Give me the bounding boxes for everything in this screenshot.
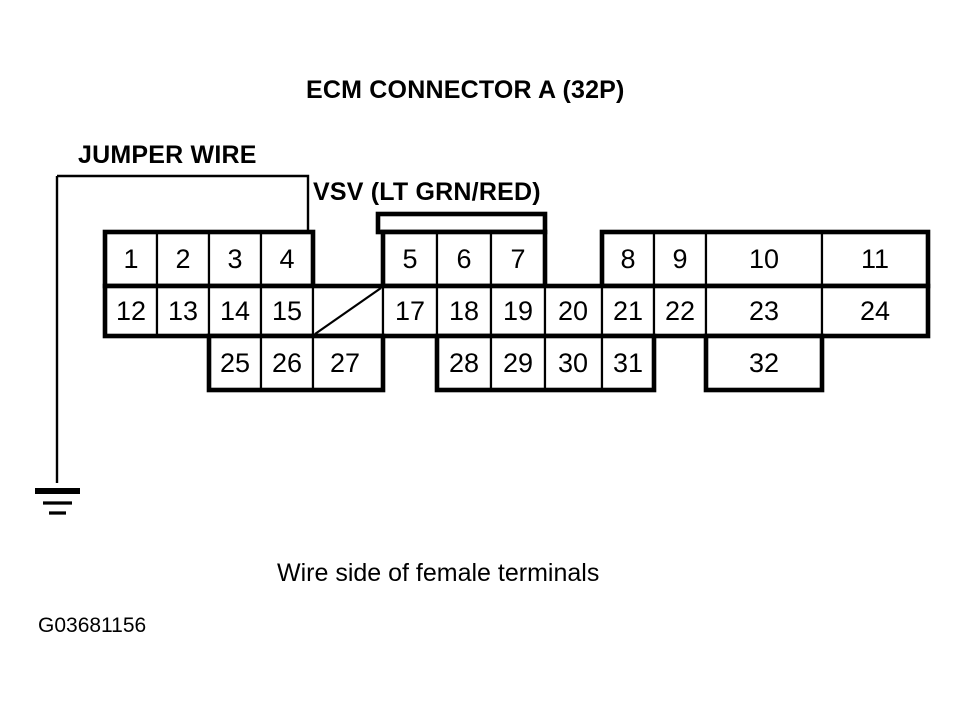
pin-cell-2[interactable] xyxy=(155,230,211,288)
pin-number-29: 29 xyxy=(503,348,533,378)
jumper-wire-label: JUMPER WIRE xyxy=(78,141,257,169)
pin-number-21: 21 xyxy=(613,296,643,326)
pin-number-4: 4 xyxy=(279,244,294,274)
figure-id: G03681156 xyxy=(38,614,147,637)
pin-number-9: 9 xyxy=(672,244,687,274)
vsv-label: VSV (LT GRN/RED) xyxy=(313,178,541,206)
jumper-wire-lead xyxy=(55,174,310,483)
pin-number-28: 28 xyxy=(449,348,479,378)
page-title: ECM CONNECTOR A (32P) xyxy=(306,76,625,104)
pin-cell-32[interactable] xyxy=(704,334,824,392)
pin-number-27: 27 xyxy=(330,348,360,378)
pin-number-1: 1 xyxy=(123,244,138,274)
pin-number-10: 10 xyxy=(749,244,779,274)
pin-number-5: 5 xyxy=(402,244,417,274)
pin-cell-5[interactable] xyxy=(381,230,439,288)
pin-group-top-5-7: 5 6 7 xyxy=(380,229,548,289)
pin-number-23: 23 xyxy=(749,296,779,326)
pin-number-32: 32 xyxy=(749,348,779,378)
blank-cell-slash xyxy=(314,287,382,335)
pin-number-13: 13 xyxy=(168,296,198,326)
pin-number-14: 14 xyxy=(220,296,250,326)
view-caption: Wire side of female terminals xyxy=(277,559,600,587)
pin-group-bottom-25-27: 25 26 27 xyxy=(206,333,386,393)
pin-cell-11[interactable] xyxy=(820,230,930,288)
connector-tab-5-7 xyxy=(375,211,548,235)
pin-number-3: 3 xyxy=(227,244,242,274)
pin-number-6: 6 xyxy=(456,244,471,274)
ground-symbol xyxy=(35,488,80,515)
pin-number-8: 8 xyxy=(620,244,635,274)
pin-number-26: 26 xyxy=(272,348,302,378)
pin-number-20: 20 xyxy=(558,296,588,326)
pin-number-31: 31 xyxy=(613,348,643,378)
pin-number-2: 2 xyxy=(175,244,190,274)
pin-group-bottom-32: 32 xyxy=(703,333,825,393)
pin-number-15: 15 xyxy=(272,296,302,326)
pin-number-18: 18 xyxy=(449,296,479,326)
pin-number-22: 22 xyxy=(665,296,695,326)
pin-number-19: 19 xyxy=(503,296,533,326)
pin-group-bottom-28-31: 28 29 30 31 xyxy=(434,333,657,393)
pin-number-7: 7 xyxy=(510,244,525,274)
pin-number-17: 17 xyxy=(395,296,425,326)
pin-number-30: 30 xyxy=(558,348,588,378)
pin-group-top-1-4: 1 2 3 4 xyxy=(102,229,316,289)
pin-number-12: 12 xyxy=(116,296,146,326)
pin-number-11: 11 xyxy=(861,244,889,274)
pin-group-middle-12-24: 12 13 14 15 17 18 19 20 21 22 23 24 xyxy=(102,283,931,339)
pin-number-25: 25 xyxy=(220,348,250,378)
pin-group-top-8-11: 8 9 10 11 xyxy=(599,229,931,289)
pin-number-24: 24 xyxy=(860,296,890,326)
pin-cell-3[interactable] xyxy=(207,230,263,288)
